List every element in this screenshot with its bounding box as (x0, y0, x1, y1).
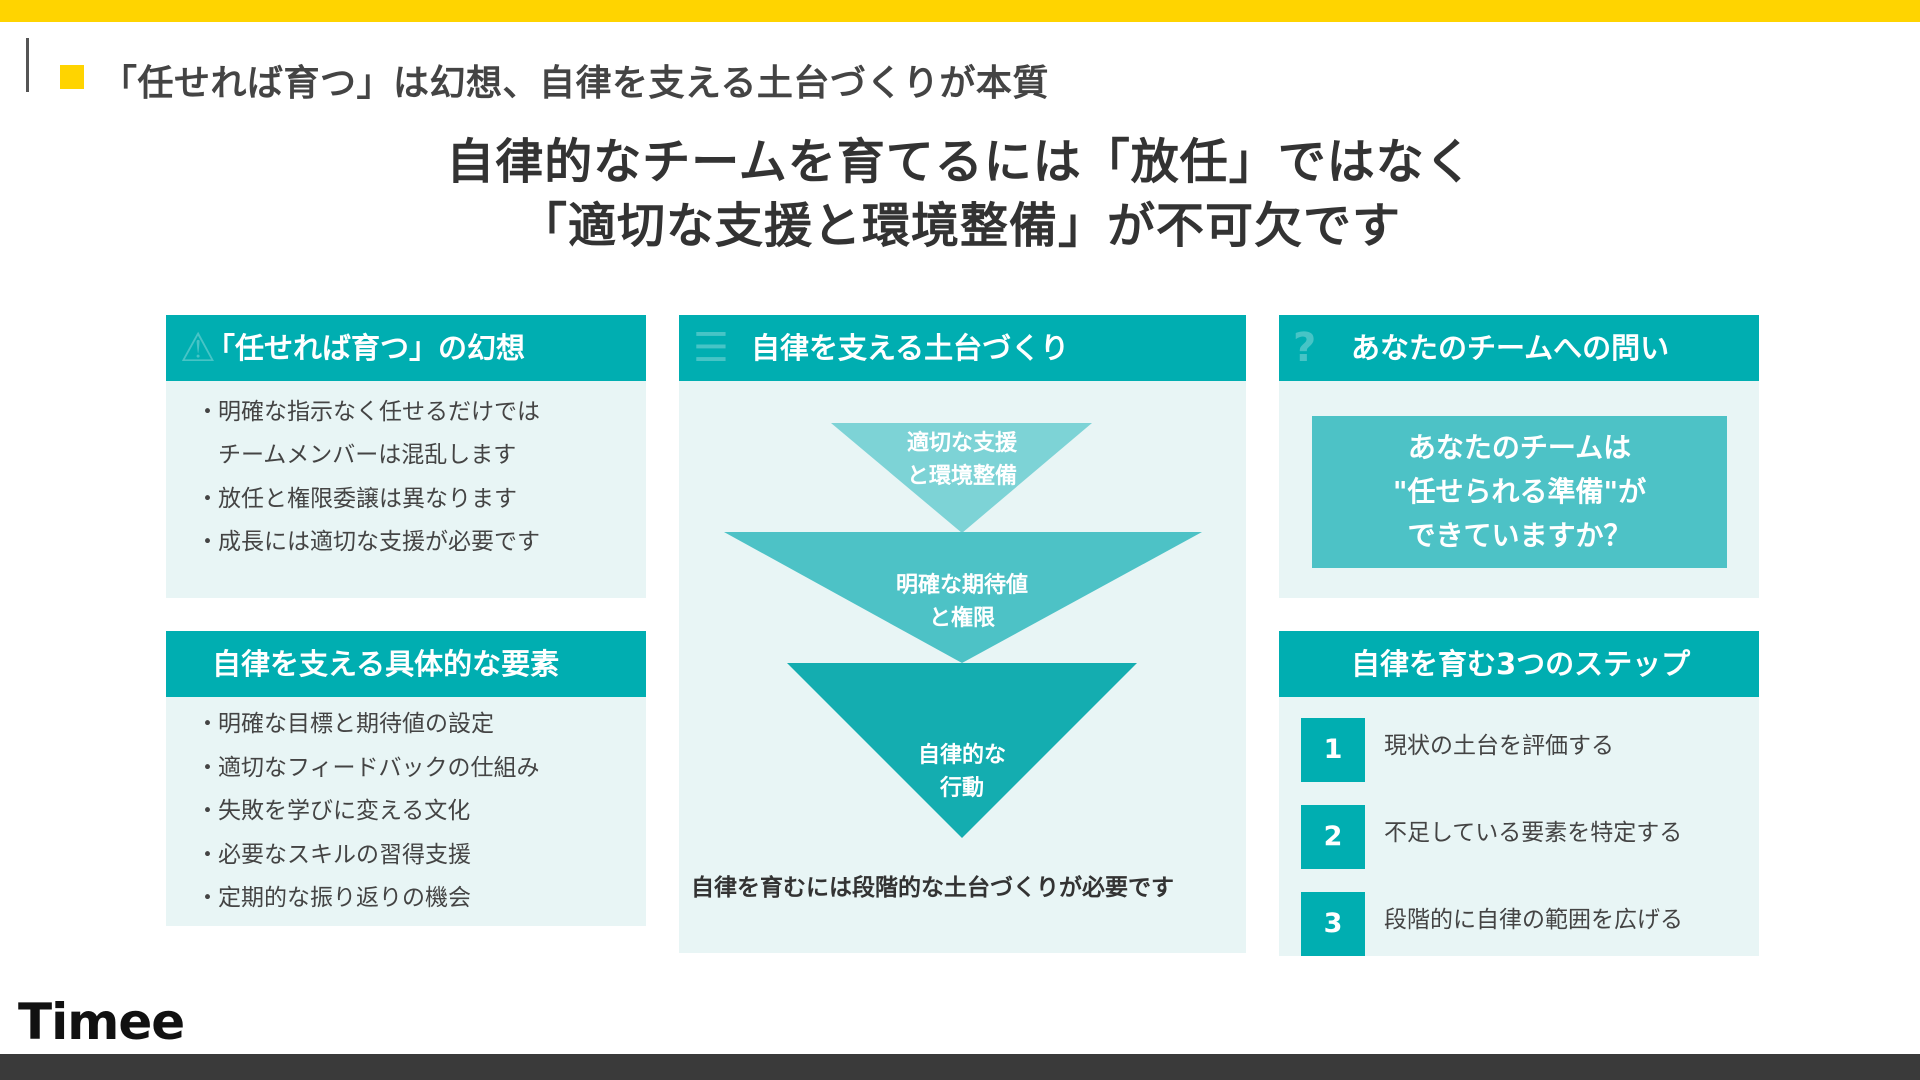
card-steps-title: 自律を育む3つのステップ (1351, 647, 1691, 681)
card-steps-header: 自律を育む3つのステップ (1279, 631, 1759, 697)
step-item: 3 段階的に自律の範囲を広げる (1301, 892, 1741, 956)
card-foundation: ☰ 自律を支える土台づくり 適切な支援 と環境整備 明確な期待値 と権限 自律的… (679, 315, 1246, 953)
funnel-label-bottom: 自律的な 行動 (917, 743, 1006, 801)
card-illusion-title: 「任せれば育つ」の幻想 (206, 331, 526, 365)
question-box: あなたのチームは "任せられる準備"が できていますか？ (1312, 416, 1727, 568)
card-elements-header: 自律を支える具体的な要素 (166, 631, 646, 697)
funnel-diagram (724, 423, 1202, 838)
layers-icon: ☰ (693, 325, 729, 371)
card-question: ? あなたのチームへの問い あなたのチームは "任せられる準備"が できています… (1279, 315, 1759, 598)
step-text: 現状の土台を評価する (1384, 733, 1614, 759)
card-illusion-header: ⚠ 「任せれば育つ」の幻想 (166, 315, 646, 381)
funnel-label-middle: 明確な期待値 と権限 (895, 573, 1028, 631)
card-foundation-title: 自律を支える土台づくり (751, 331, 1070, 365)
headline-line-1: 自律的なチームを育てるには「放任」ではなく (446, 134, 1474, 190)
step-text: 不足している要素を特定する (1384, 820, 1683, 846)
section-title: 「任せれば育つ」は幻想、自律を支える土台づくりが本質 (101, 63, 1049, 104)
headline: 自律的なチームを育てるには「放任」ではなく 「適切な支援と環境整備」が不可欠です (0, 130, 1920, 258)
step-number: 1 (1301, 718, 1365, 782)
warning-icon: ⚠ (180, 325, 216, 371)
card-question-header: ? あなたのチームへの問い (1279, 315, 1759, 381)
funnel-level-bottom (787, 663, 1137, 838)
timee-logo: Timee (18, 993, 185, 1051)
funnel-level-middle (724, 532, 1202, 663)
question-line-2: "任せられる準備"が (1392, 475, 1647, 508)
card-foundation-header: ☰ 自律を支える土台づくり (679, 315, 1246, 381)
card-question-title: あなたのチームへの問い (1351, 331, 1670, 365)
step-number: 2 (1301, 805, 1365, 869)
headline-line-2: 「適切な支援と環境整備」が不可欠です (518, 198, 1401, 254)
card-elements-title: 自律を支える具体的な要素 (212, 647, 560, 681)
card-elements: 自律を支える具体的な要素 ・明確な目標と期待値の設定 ・適切なフィードバックの仕… (166, 631, 646, 926)
card-illusion: ⚠ 「任せれば育つ」の幻想 ・明確な指示なく任せるだけでは チームメンバーは混乱… (166, 315, 646, 598)
section-header: 「任せれば育つ」は幻想、自律を支える土台づくりが本質 (26, 38, 1048, 104)
top-accent-bar (0, 0, 1920, 22)
step-text: 段階的に自律の範囲を広げる (1384, 907, 1683, 933)
question-line-3: できていますか？ (1407, 519, 1632, 552)
card-steps: 自律を育む3つのステップ 1 現状の土台を評価する 2 不足している要素を特定す… (1279, 631, 1759, 956)
step-item: 1 現状の土台を評価する (1301, 718, 1741, 782)
question-line-1: あなたのチームは (1407, 431, 1632, 464)
step-item: 2 不足している要素を特定する (1301, 805, 1741, 869)
section-marker-square (60, 65, 84, 89)
funnel-level-top (831, 423, 1092, 533)
bottom-bar (0, 1054, 1920, 1080)
funnel-caption: 自律を育むには段階的な土台づくりが必要です (691, 875, 1174, 901)
funnel-label-top: 適切な支援 と環境整備 (906, 431, 1017, 489)
step-number: 3 (1301, 892, 1365, 956)
question-icon: ? (1293, 325, 1317, 371)
